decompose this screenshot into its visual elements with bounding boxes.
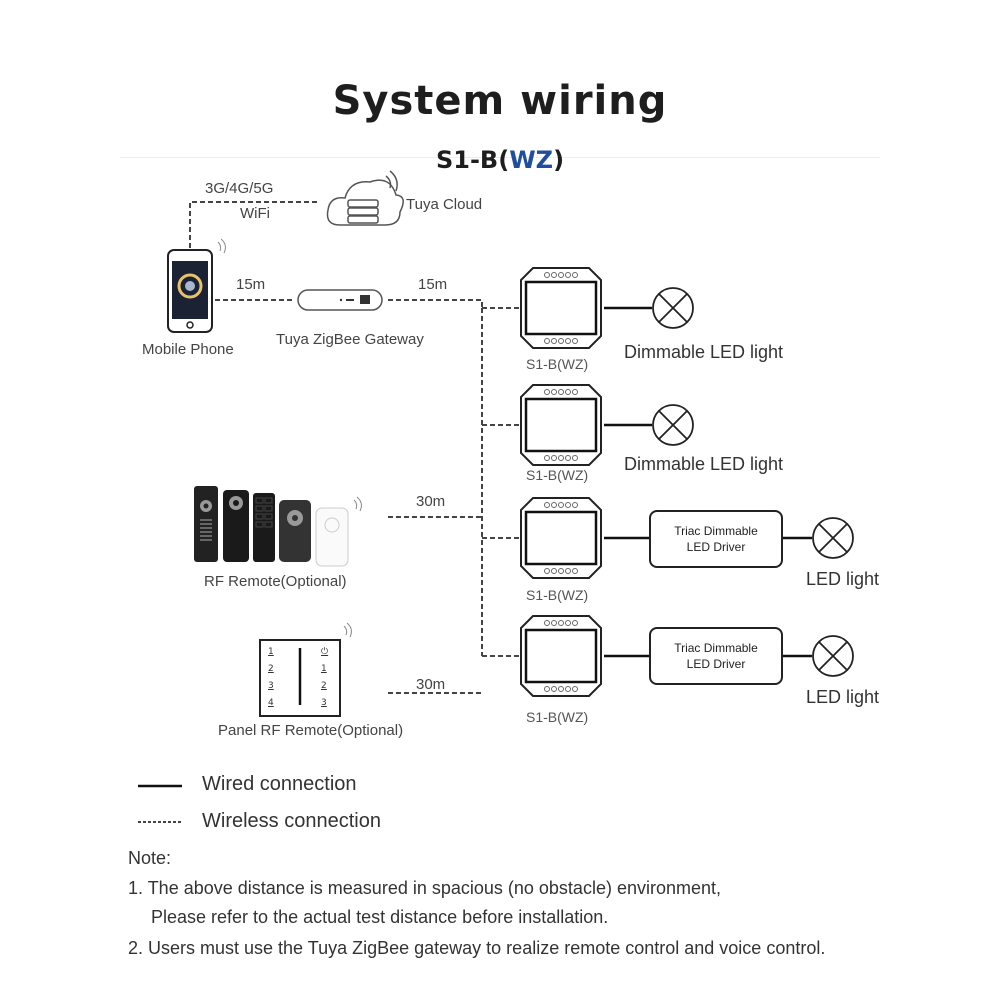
link-label-phone-gateway: 15m [236, 276, 266, 293]
header-divider [120, 157, 880, 158]
dimmer-label-3: S1-B(WZ) [526, 587, 589, 603]
link-label-gateway-dimmers: 15m [418, 276, 448, 293]
panel-key-power[interactable]: ⏻ [321, 647, 329, 657]
note-1-line-1: 1. The above distance is measured in spa… [128, 878, 721, 898]
lamp-icon-4 [812, 635, 854, 677]
gateway-label: Tuya ZigBee Gateway [276, 331, 424, 348]
phone-label: Mobile Phone [142, 341, 234, 358]
model-subtitle: S1-B(WZ) [0, 146, 1000, 174]
lamp-icon-2 [652, 404, 694, 446]
link-label-wifi: WiFi [240, 205, 270, 222]
rf-remote-label: RF Remote(Optional) [204, 573, 347, 590]
panel-key[interactable]: 2 [268, 664, 274, 674]
link-label-rf-remote: 30m [416, 493, 446, 510]
panel-remote-label: Panel RF Remote(Optional) [218, 722, 404, 739]
cloud-label: Tuya Cloud [406, 196, 483, 213]
note-2: 2. Users must use the Tuya ZigBee gatewa… [128, 938, 826, 958]
link-label-panel-remote: 30m [416, 676, 446, 693]
panel-left-keys: 1 2 3 4 [268, 644, 274, 712]
link-gateway-bus [388, 299, 483, 308]
subtitle-accent: WZ [509, 146, 554, 174]
rf-remote-icon [194, 486, 362, 567]
load-label-2: Dimmable LED light [624, 454, 784, 474]
link-label-cellular: 3G/4G/5G [205, 180, 274, 197]
driver-line-1: Triac Dimmable [674, 641, 758, 655]
dimmer-module-icon [520, 267, 602, 349]
dimmer-module-icon [520, 497, 602, 579]
load-label-3: LED light [806, 569, 880, 589]
driver-line-2: LED Driver [686, 540, 746, 554]
dimmer-label-2: S1-B(WZ) [526, 467, 589, 483]
lamp-icon-3 [812, 517, 854, 559]
led-driver-box-3 [649, 510, 783, 568]
dimmer-module-icon [520, 615, 602, 697]
page-title: System wiring [332, 78, 668, 124]
cloud-server-icon [326, 170, 404, 226]
load-label-1: Dimmable LED light [624, 342, 784, 362]
dimmer-module-icon [520, 384, 602, 466]
driver-line-2: LED Driver [686, 657, 746, 671]
legend-wired-label: Wired connection [202, 773, 357, 795]
legend-wireless-label: Wireless connection [202, 810, 381, 832]
dimmer-label-1: S1-B(WZ) [526, 356, 589, 372]
load-label-4: LED light [806, 687, 880, 707]
led-driver-box-4 [649, 627, 783, 685]
smartphone-icon [167, 238, 226, 333]
subtitle-suffix: ) [553, 146, 565, 174]
panel-remote-icon [259, 622, 352, 717]
panel-key[interactable]: 1 [321, 664, 327, 674]
panel-key[interactable]: 2 [321, 681, 327, 691]
dimmer-label-4: S1-B(WZ) [526, 709, 589, 725]
gateway-icon [297, 289, 383, 311]
driver-text-4: Triac Dimmable LED Driver [650, 640, 782, 672]
lamp-icon-1 [652, 287, 694, 329]
panel-key[interactable]: 3 [321, 698, 327, 708]
panel-right-keys: ⏻ 1 2 3 [321, 644, 328, 712]
notes-heading: Note: [128, 848, 172, 868]
subtitle-prefix: S1-B( [435, 146, 510, 174]
note-1-line-2: Please refer to the actual test distance… [151, 907, 609, 927]
panel-key[interactable]: 4 [268, 698, 274, 708]
driver-text-3: Triac Dimmable LED Driver [650, 523, 782, 555]
driver-line-1: Triac Dimmable [674, 524, 758, 538]
link-phone-cloud [189, 201, 318, 248]
panel-key[interactable]: 1 [268, 647, 274, 657]
panel-key[interactable]: 3 [268, 681, 274, 691]
